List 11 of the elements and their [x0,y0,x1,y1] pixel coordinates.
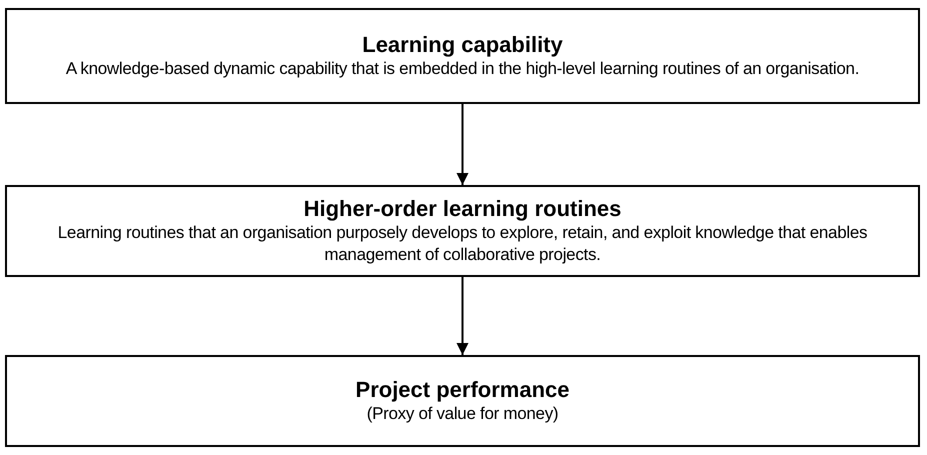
box-title: Project performance [356,376,570,404]
box-description: Learning routines that an organisation purposely develops to explore, retain, and exploit knowledge that enables management of collaborative projects. [56,222,868,266]
process-box [5,8,920,104]
arrow [456,277,468,355]
box-description: A knowledge-based dynamic capability that is embedded in the high-level learning routines of an organisation. [66,58,860,80]
arrow [456,104,468,185]
process-box [5,185,920,277]
box-title: Higher-order learning routines [304,196,622,222]
box-description: (Proxy of value for money) [366,403,558,426]
box-title: Learning capability [362,32,563,58]
process-box [5,355,920,447]
